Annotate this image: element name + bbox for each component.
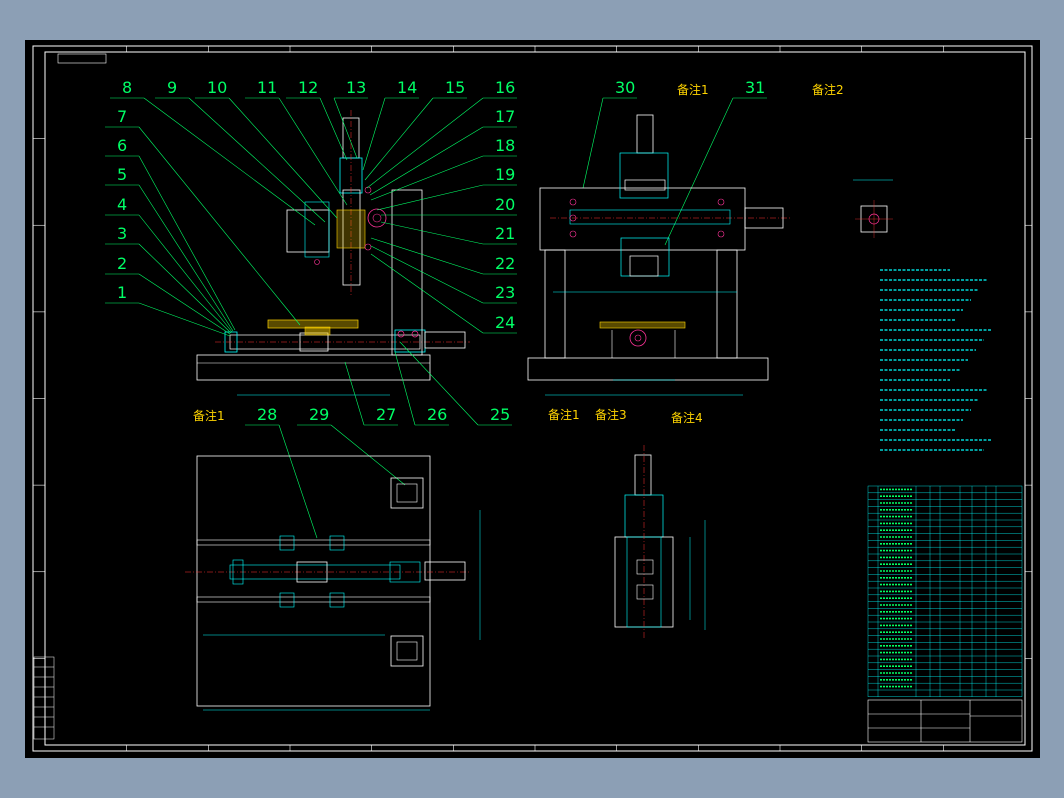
side-view (527, 114, 790, 396)
bom-table (867, 485, 1023, 698)
base-plate (196, 354, 431, 381)
column (391, 189, 423, 356)
top-left-box (57, 53, 107, 64)
zone-ticks (33, 46, 1032, 751)
gripper-block (286, 209, 330, 253)
part-label-24: 24 (495, 313, 515, 332)
part-label-9: 9 (167, 78, 177, 97)
motor-horizontal (424, 331, 466, 349)
note-label: 备注1 (548, 407, 580, 422)
part-label-15: 15 (445, 78, 465, 97)
part-label-7: 7 (117, 107, 127, 126)
part-label-26: 26 (427, 405, 447, 424)
part-label-3: 3 (117, 224, 127, 243)
note-label: 备注2 (812, 82, 844, 97)
top-view (185, 455, 481, 711)
side-motor (744, 207, 784, 229)
note-label: 备注1 (193, 408, 225, 423)
part-label-5: 5 (117, 165, 127, 184)
detail-symbol (853, 179, 893, 238)
note-label: 备注3 (595, 407, 627, 422)
note-label: 备注4 (671, 410, 703, 425)
section-view (614, 445, 706, 640)
part-label-10: 10 (207, 78, 227, 97)
leader-lines (105, 97, 767, 539)
part-label-4: 4 (117, 195, 127, 214)
part-label-22: 22 (495, 254, 515, 273)
part-label-27: 27 (376, 405, 396, 424)
part-label-23: 23 (495, 283, 515, 302)
part-label-12: 12 (298, 78, 318, 97)
part-label-8: 8 (122, 78, 132, 97)
part-label-16: 16 (495, 78, 515, 97)
part-label-31: 31 (745, 78, 765, 97)
part-label-13: 13 (346, 78, 366, 97)
part-label-18: 18 (495, 136, 515, 155)
part-label-6: 6 (117, 136, 127, 155)
side-base (527, 357, 769, 381)
part-label-11: 11 (257, 78, 277, 97)
part-label-29: 29 (309, 405, 329, 424)
part-label-25: 25 (490, 405, 510, 424)
top-plate (196, 455, 431, 707)
part-label-2: 2 (117, 254, 127, 273)
part-label-20: 20 (495, 195, 515, 214)
part-label-30: 30 (615, 78, 635, 97)
note-label: 备注1 (677, 82, 709, 97)
technical-notes (880, 269, 992, 451)
side-beam (539, 187, 746, 251)
part-label-14: 14 (397, 78, 417, 97)
outer-border (32, 45, 1033, 752)
part-label-19: 19 (495, 165, 515, 184)
cad-drawing: 1234567891011121314151617181920212223242… (32, 45, 1033, 752)
part-label-17: 17 (495, 107, 515, 126)
title-block (867, 699, 1023, 743)
front-view (196, 110, 470, 396)
part-label-21: 21 (495, 224, 515, 243)
left-revision-table (33, 656, 55, 740)
part-label-1: 1 (117, 283, 127, 302)
part-label-28: 28 (257, 405, 277, 424)
